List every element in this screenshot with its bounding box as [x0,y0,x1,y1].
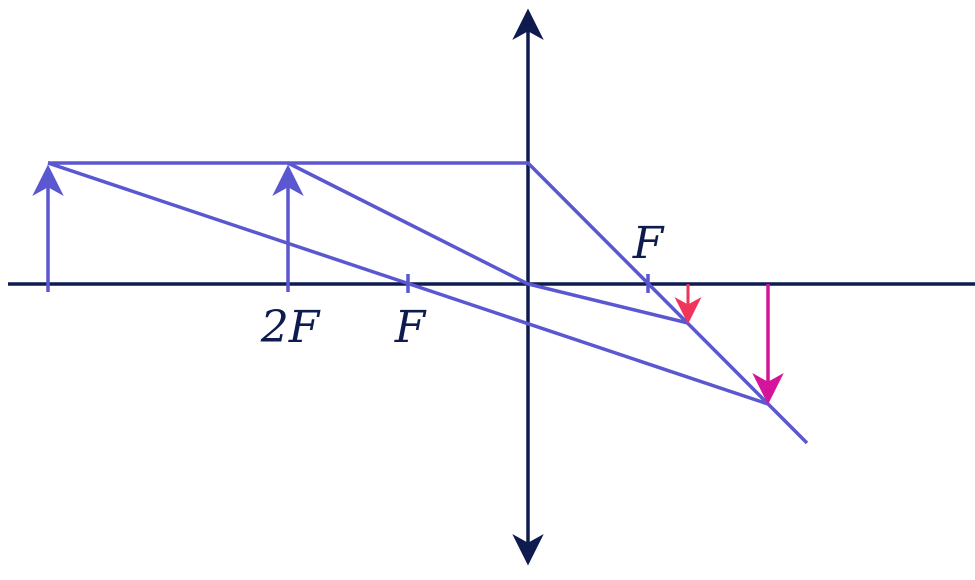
ray-center-2f [287,161,689,325]
label-f-left: F [394,302,427,353]
label-2f: 2F [260,302,321,353]
ray-parallel [48,161,809,445]
ray-center-far [47,161,769,406]
label-f-right: F [632,218,665,269]
